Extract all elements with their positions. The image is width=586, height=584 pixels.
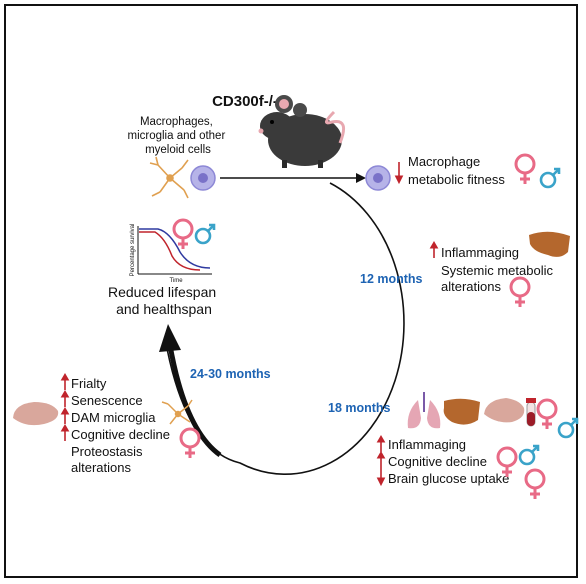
survival-curve-plot: Percentage survival Time bbox=[130, 224, 212, 284]
female-symbol-icon bbox=[514, 153, 536, 186]
survival-x-label: Time bbox=[169, 278, 183, 284]
down-arrow-icon bbox=[394, 162, 404, 185]
macrophage-icon-right bbox=[365, 165, 391, 191]
brain-icon bbox=[484, 398, 525, 423]
time-label-24-30: 24-30 months bbox=[190, 367, 271, 381]
female-symbol-icon bbox=[179, 427, 201, 460]
cycle-arc-thick bbox=[167, 344, 222, 458]
top-arrow-head bbox=[356, 173, 366, 183]
liver-icon bbox=[529, 231, 570, 257]
lungs-icon bbox=[407, 392, 441, 429]
macrophage-icon bbox=[190, 165, 216, 191]
male-symbol-icon bbox=[557, 417, 579, 439]
survival-y-label: Percentage survival bbox=[130, 224, 136, 277]
microglia-icon bbox=[161, 399, 193, 425]
month12-effects: Inflammaging Systemic metabolic alterati… bbox=[441, 245, 557, 294]
up-arrow-icon bbox=[376, 451, 386, 469]
female-symbol-icon bbox=[509, 276, 531, 309]
brain-icon bbox=[13, 402, 59, 426]
male-symbol-icon bbox=[539, 167, 561, 189]
up-arrow-icon bbox=[429, 241, 439, 259]
myeloid-cells-text: Macrophages, microglia and other myeloid… bbox=[127, 116, 228, 156]
male-symbol-icon bbox=[518, 444, 540, 466]
cycle-arrow-head bbox=[159, 324, 181, 352]
liver-icon bbox=[443, 398, 480, 425]
black-mouse-icon bbox=[258, 95, 346, 168]
male-symbol-icon bbox=[194, 223, 216, 245]
blood-tube-icon bbox=[526, 398, 536, 427]
up-arrow-icon bbox=[60, 390, 70, 408]
up-arrow-icon bbox=[60, 407, 70, 425]
survival-curve-female bbox=[139, 231, 201, 271]
up-arrow-icon bbox=[60, 424, 70, 442]
month24-effects: Frialty Senescence DAM microglia Cogniti… bbox=[71, 376, 174, 475]
time-label-18: 18 months bbox=[328, 401, 391, 415]
macrophage-fitness-text: Macrophage metabolic fitness bbox=[408, 154, 505, 187]
survival-curve-male bbox=[139, 228, 211, 269]
genotype-label: CD300f-/- bbox=[212, 93, 278, 110]
time-label-12: 12 months bbox=[360, 272, 423, 286]
outcome-text: Reduced lifespan and healthspan bbox=[108, 284, 220, 317]
female-symbol-icon bbox=[524, 468, 546, 501]
female-symbol-icon bbox=[536, 398, 558, 431]
up-arrow-icon bbox=[376, 435, 386, 453]
month18-effects: Inflammaging Cognitive decline Brain glu… bbox=[388, 437, 509, 486]
microglia-icon bbox=[149, 156, 189, 199]
up-arrow-icon bbox=[60, 373, 70, 391]
down-arrow-icon bbox=[376, 468, 386, 487]
